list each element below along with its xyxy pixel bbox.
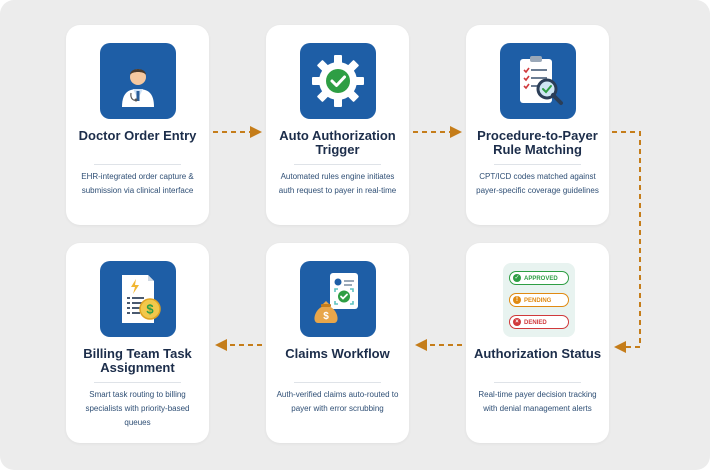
step-card-billing-team-task-assignment: $ Billing Team Task Assignment Smart tas… <box>66 243 209 443</box>
arrow-1-to-2 <box>213 126 262 138</box>
step-title: Doctor Order Entry <box>78 128 197 143</box>
approved-badge: ✓ APPROVED <box>509 271 569 285</box>
gear-check-icon <box>300 43 376 119</box>
invoice-dollar-icon: $ <box>100 261 176 337</box>
step-card-claims-workflow: $ Claims Workflow Auth-verified claims a… <box>266 243 409 443</box>
arrow-3-to-4 <box>612 131 641 353</box>
divider <box>294 382 381 383</box>
step-title: Procedure-to-Payer Rule Matching <box>477 128 598 157</box>
step-description: Real-time payer decision tracking with d… <box>478 390 597 413</box>
arrow-5-to-6 <box>215 339 262 351</box>
info-icon: ! <box>513 296 521 304</box>
step-card-auto-authorization-trigger: Auto Authorization Trigger Automated rul… <box>266 25 409 225</box>
step-title: Billing Team Task Assignment <box>83 346 192 375</box>
divider <box>494 382 581 383</box>
pending-badge: ! PENDING <box>509 293 569 307</box>
clipboard-magnifier-icon <box>500 43 576 119</box>
status-list-icon: ✓ APPROVED ! PENDING × DENIED <box>503 263 575 337</box>
divider <box>494 164 581 165</box>
step-description: Automated rules engine initiates auth re… <box>278 172 397 195</box>
divider <box>94 382 181 383</box>
x-icon: × <box>513 318 521 326</box>
denied-badge: × DENIED <box>509 315 569 329</box>
step-description: Auth-verified claims auto-routed to paye… <box>276 390 399 413</box>
claims-money-icon: $ <box>300 261 376 337</box>
step-card-doctor-order-entry: Doctor Order Entry EHR-integrated order … <box>66 25 209 225</box>
step-title: Authorization Status <box>473 346 602 361</box>
step-title: Claims Workflow <box>285 346 390 361</box>
step-card-procedure-to-payer-rule-matching: Procedure-to-Payer Rule Matching CPT/ICD… <box>466 25 609 225</box>
step-card-authorization-status: ✓ APPROVED ! PENDING × DENIED Authorizat… <box>466 243 609 443</box>
doctor-icon <box>100 43 176 119</box>
svg-text:$: $ <box>323 311 329 322</box>
step-description: CPT/ICD codes matched against payer-spec… <box>476 172 599 195</box>
divider <box>294 164 381 165</box>
arrow-4-to-5 <box>415 339 462 351</box>
step-description: Smart task routing to billing specialist… <box>85 390 190 427</box>
check-icon: ✓ <box>513 274 521 282</box>
arrow-2-to-3 <box>413 126 462 138</box>
step-title: Auto Authorization Trigger <box>279 128 396 157</box>
divider <box>94 164 181 165</box>
svg-text:$: $ <box>146 302 154 317</box>
step-description: EHR-integrated order capture & submissio… <box>81 172 194 195</box>
